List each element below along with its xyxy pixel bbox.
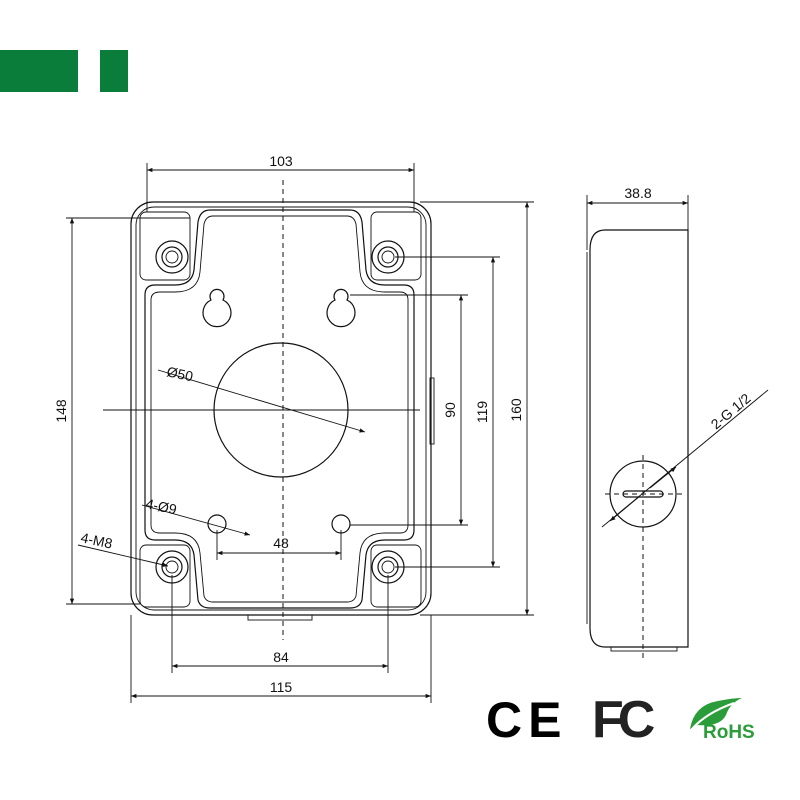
rohs-leaf-icon: [690, 698, 742, 730]
dim-top-width: 103: [269, 153, 293, 169]
dim-mount-spacing-h: 84: [273, 649, 289, 665]
rohs-logo-text: RoHS: [703, 722, 755, 743]
keyhole: [202, 288, 232, 328]
front-view: [77, 180, 435, 640]
label-holes: 4-Ø9: [144, 495, 178, 517]
dim-hole-spacing: 48: [273, 535, 289, 551]
header-bar-large: [0, 50, 78, 92]
dim-depth: 38.8: [624, 185, 651, 201]
dim-overall-height: 160: [508, 398, 524, 422]
side-view: [586, 195, 769, 660]
dimension-lines: [66, 163, 534, 703]
dim-mount-spacing-v: 119: [474, 401, 490, 424]
mount-boss: [155, 240, 189, 274]
fcc-logo: FC: [592, 691, 655, 749]
label-knockout: Ø50: [165, 363, 194, 384]
ce-logo: CE: [486, 692, 568, 748]
header-bar-small: [100, 50, 128, 92]
label-thread: 2-G 1/2: [708, 390, 754, 432]
dim-overall-width: 115: [270, 679, 293, 695]
dim-keyhole-spacing: 90: [442, 402, 458, 418]
label-screws: 4-M8: [79, 529, 114, 551]
dim-left-height: 148: [53, 399, 69, 423]
keyhole: [326, 288, 356, 328]
